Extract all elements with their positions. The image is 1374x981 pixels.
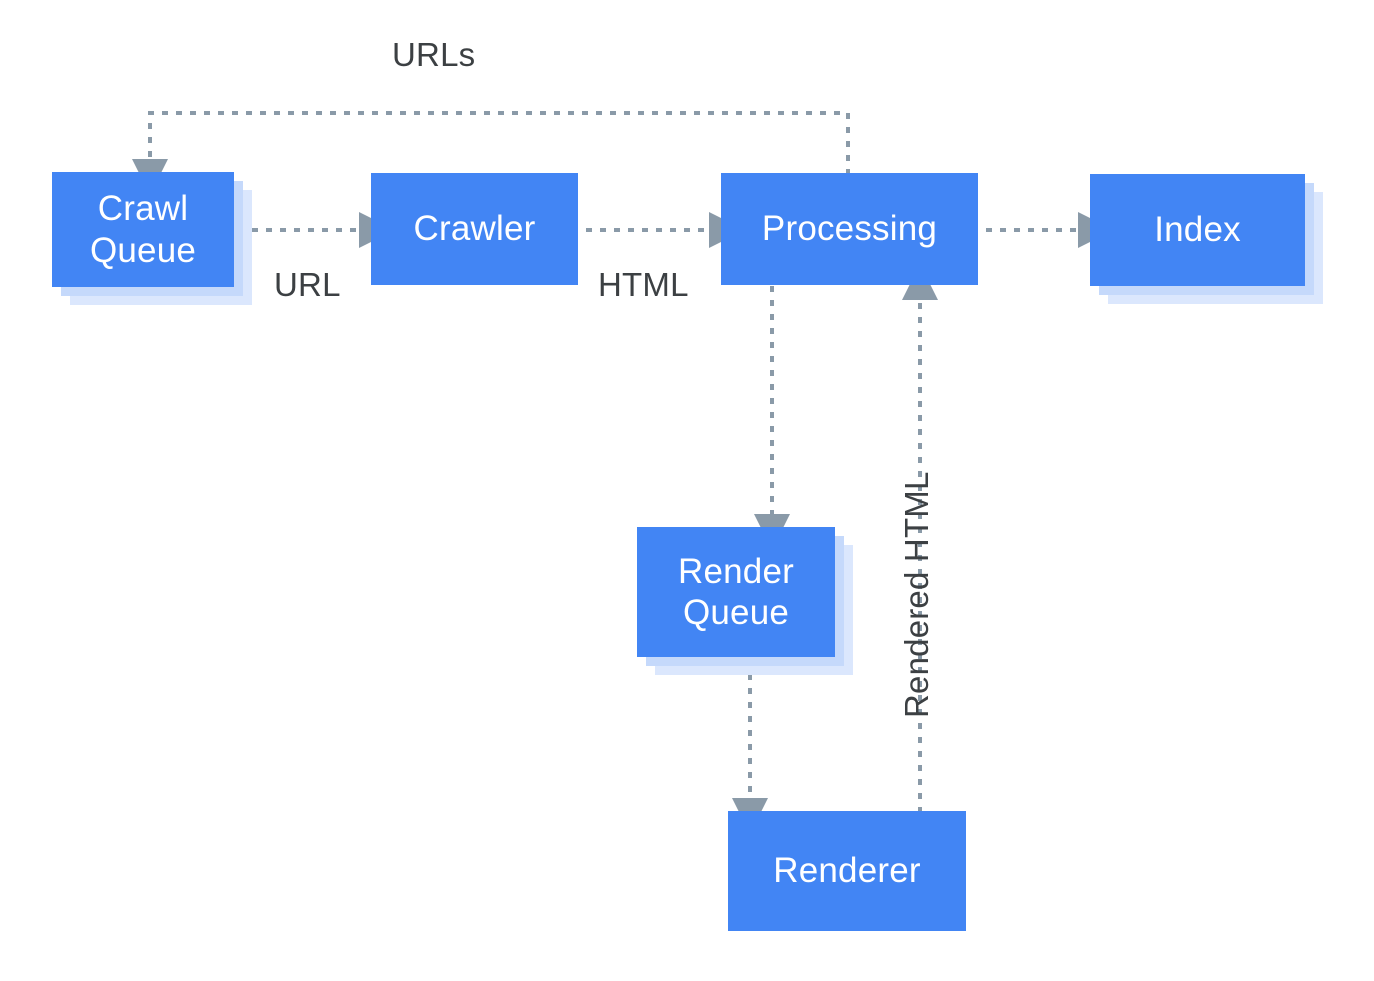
node-processing[interactable]: Processing [721,173,978,285]
node-crawl-queue[interactable]: Crawl Queue [52,172,252,305]
node-index[interactable]: Index [1090,174,1323,304]
node-label-render-queue: Render Queue [678,551,794,632]
node-label-crawler: Crawler [413,209,536,249]
node-surface [1090,174,1305,286]
edge-label-rendered-html: Rendered HTML [898,471,935,718]
node-label-index: Index [1154,210,1241,250]
edge-label-html: HTML [598,266,689,303]
edge-processing-to-crawlqueue [132,111,850,195]
node-surface [371,173,578,285]
node-renderer[interactable]: Renderer [728,811,966,931]
node-render-queue[interactable]: Render Queue [637,527,853,675]
node-surface [637,527,835,657]
node-crawler[interactable]: Crawler [371,173,578,285]
node-label-processing: Processing [761,209,938,249]
edge-label-urls: URLs [392,36,476,73]
node-label-renderer: Renderer [773,851,921,891]
node-label-crawl-queue: Crawl Queue [89,189,197,270]
edge-label-url: URL [274,266,341,303]
